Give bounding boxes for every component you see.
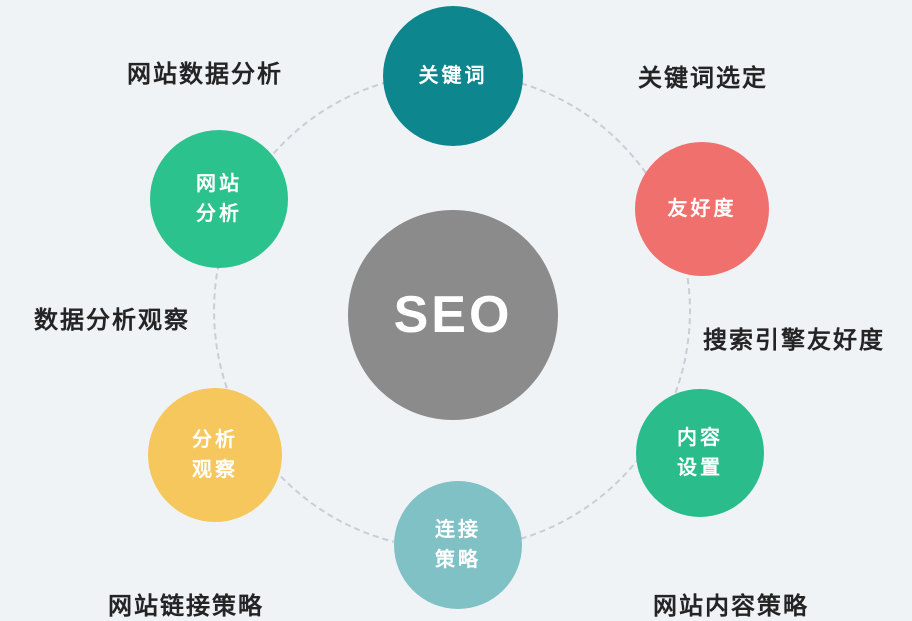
node-site-analysis-line2: 分析 <box>196 203 242 225</box>
node-analysis-observation-line2: 观察 <box>192 459 238 481</box>
node-content-setting-line1: 内容 <box>677 427 723 449</box>
node-link-strategy-line2: 策略 <box>435 549 481 571</box>
label-data-analysis-observation: 数据分析观察 <box>34 307 190 334</box>
node-keywords-label: 关键词 <box>418 65 488 87</box>
label-website-content-strategy: 网站内容策略 <box>653 593 809 620</box>
node-analysis-observation-line1: 分析 <box>192 429 238 451</box>
node-content-setting: 内容 设置 <box>636 389 764 517</box>
node-site-analysis: 网站 分析 <box>150 130 288 268</box>
label-website-link-strategy: 网站链接策略 <box>108 593 264 620</box>
node-link-strategy: 连接 策略 <box>394 481 522 609</box>
center-seo-circle: SEO <box>348 210 558 420</box>
node-analysis-observation: 分析 观察 <box>148 388 282 522</box>
node-content-setting-line2: 设置 <box>677 457 723 479</box>
center-seo-label: SEO <box>393 286 513 344</box>
node-link-strategy-line1: 连接 <box>435 519 481 541</box>
label-search-engine-friendliness: 搜索引擎友好度 <box>703 327 885 354</box>
node-friendliness: 友好度 <box>635 142 769 276</box>
label-keyword-selection: 关键词选定 <box>638 65 768 92</box>
node-keywords: 关键词 <box>383 6 523 146</box>
label-website-data-analysis: 网站数据分析 <box>127 61 283 88</box>
node-friendliness-label: 友好度 <box>667 198 737 220</box>
node-site-analysis-line1: 网站 <box>196 173 242 195</box>
